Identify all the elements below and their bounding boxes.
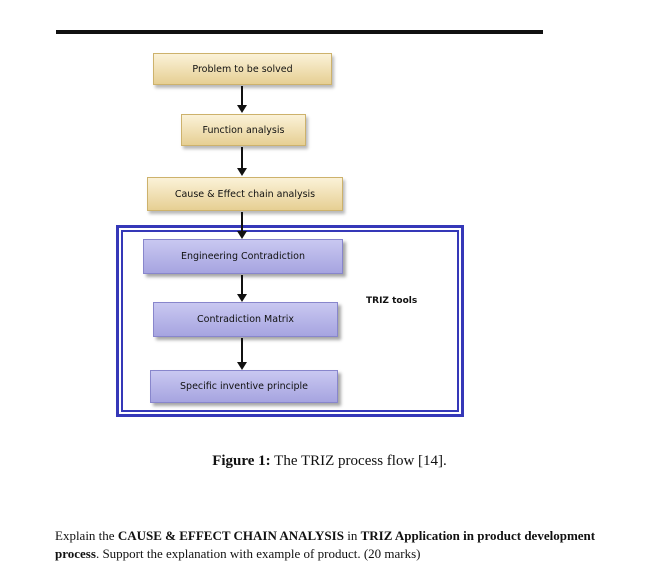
figure-caption: Figure 1: The TRIZ process flow [14].: [0, 453, 659, 470]
figure-caption-text: The TRIZ process flow [14].: [270, 453, 447, 469]
node-engineering-contradiction: Engineering Contradiction: [143, 239, 343, 274]
node-cause-effect-label: Cause & Effect chain analysis: [174, 188, 316, 200]
node-cause-effect: Cause & Effect chain analysis: [147, 177, 343, 211]
question-part-1: Explain the: [55, 528, 118, 543]
node-engineering-contradiction-label: Engineering Contradiction: [180, 251, 306, 262]
top-rule: [56, 30, 543, 34]
question-bold-cause-effect: CAUSE & EFFECT CHAIN ANALYSIS: [117, 528, 344, 543]
node-function-analysis: Function analysis: [181, 114, 306, 146]
triz-tools-frame-outer: [116, 225, 464, 417]
question-bold-triz-application: TRIZ Application in product development …: [55, 528, 596, 561]
node-problem: Problem to be solved: [153, 53, 332, 85]
question-part-3: . Support the explanation with example o…: [95, 546, 421, 561]
question-text: Explain the CAUSE & EFFECT CHAIN ANALYSI…: [55, 527, 615, 563]
node-function-analysis-label: Function analysis: [202, 124, 285, 136]
triz-tools-frame-inner: [121, 230, 459, 412]
node-inventive-principle-label: Specific inventive principle: [180, 381, 308, 392]
figure-caption-prefix: Figure 1:: [212, 453, 271, 469]
question-part-2: in: [343, 528, 361, 543]
node-problem-label: Problem to be solved: [192, 63, 293, 75]
node-contradiction-matrix-label: Contradiction Matrix: [197, 314, 294, 325]
node-contradiction-matrix: Contradiction Matrix: [153, 302, 338, 337]
node-inventive-principle: Specific inventive principle: [150, 370, 338, 403]
triz-tools-label: TRIZ tools: [366, 296, 418, 306]
